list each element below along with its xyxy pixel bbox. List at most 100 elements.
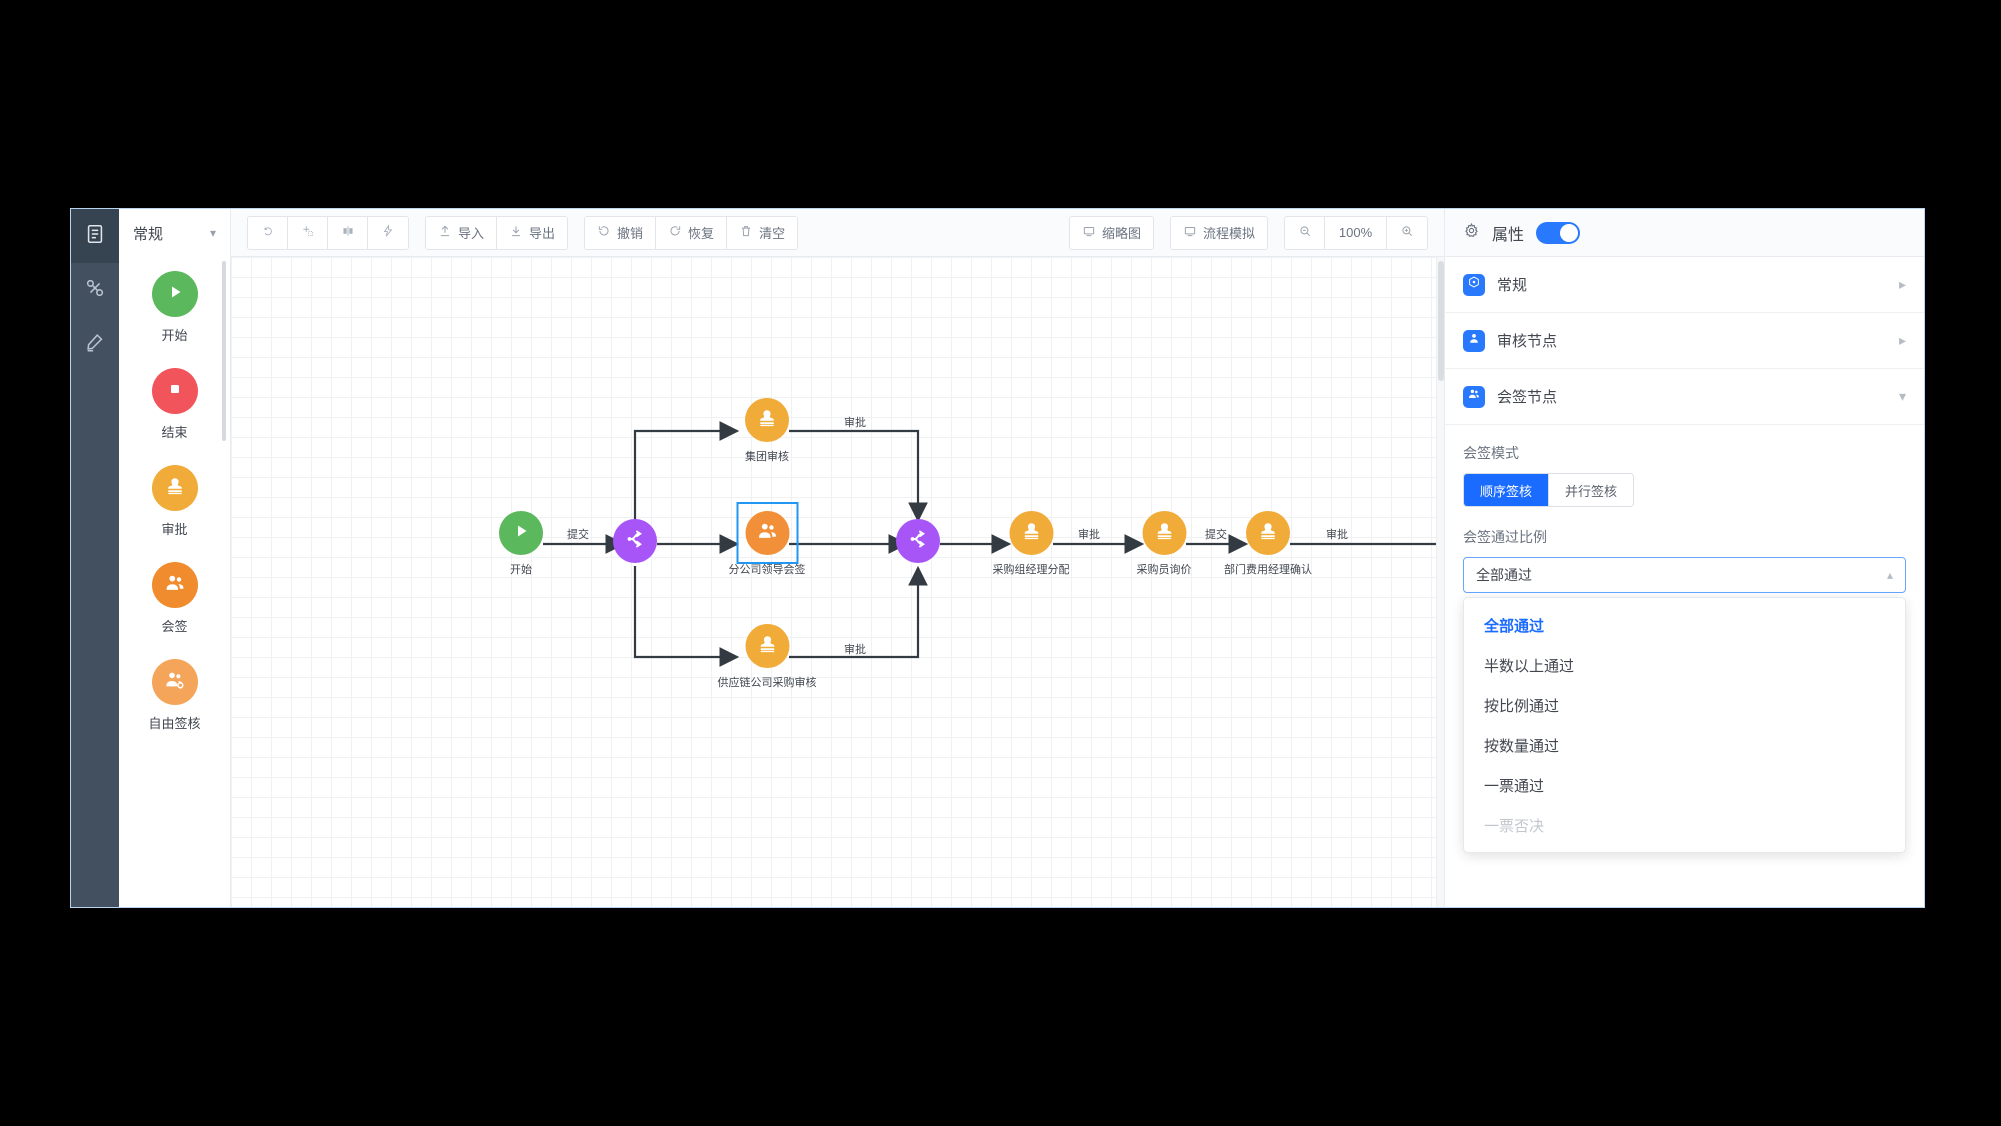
properties-panel-header: 属性 [1445,209,1924,257]
scrollbar-thumb[interactable] [1438,261,1444,381]
import-button[interactable]: 导入 [426,216,498,249]
palette-item-label: 自由签核 [148,716,201,731]
accordion-row-0[interactable]: 常规 ▸ [1445,257,1924,313]
export-button[interactable]: 导出 [497,216,568,249]
chevron-down-icon: ▾ [209,226,216,240]
mode-option-1[interactable]: 并行签核 [1549,474,1634,506]
add-node-icon [301,224,315,241]
countersign-mode-segmented: 顺序签核 并行签核 [1463,473,1635,507]
flow-node-deptmgr[interactable]: 部门费用经理确认 [1224,511,1312,577]
node-label: 采购员询价 [1136,564,1192,576]
zoom-in-button[interactable] [1387,216,1427,249]
panel-title: 属性 [1492,226,1525,244]
node-shape [1142,511,1186,555]
edge-label: 审批 [1078,529,1100,541]
accordion-label: 常规 [1497,277,1528,294]
rail-button-nodes[interactable] [71,263,119,317]
flow-node-gw1[interactable] [613,519,657,569]
clear-label: 清空 [759,226,786,241]
chevron-down-icon: ▾ [1898,388,1906,404]
node-shape [499,511,543,555]
thumbnail-label: 缩略图 [1101,226,1141,241]
toolbar-quick-action-button[interactable] [368,216,408,249]
zoom-out-button[interactable] [1285,216,1325,249]
rail-button-pen[interactable] [71,317,119,371]
ratio-select[interactable]: 全部通过 ▴ [1463,557,1906,593]
ratio-option-0[interactable]: 全部通过 [1484,617,1545,635]
flow-node-group[interactable]: 集团审核 [745,398,789,464]
mode-option-0[interactable]: 顺序签核 [1464,474,1550,506]
import-label: 导入 [458,226,485,241]
canvas-vertical-scrollbar[interactable] [1436,257,1444,907]
document-icon [84,223,106,250]
ratio-option-3[interactable]: 按数量通过 [1484,737,1560,755]
palette-scrollbar[interactable] [222,261,226,441]
toolbar-zoom-group: 100% [1284,215,1428,250]
thumbnail-icon [1082,224,1096,241]
chevron-right-icon: ▸ [1898,276,1906,292]
flow-node-pmgr[interactable]: 采购组经理分配 [993,511,1070,577]
palette-item-label: 会签 [161,619,188,634]
stamp-icon [755,632,779,661]
group-icon [1467,387,1481,406]
rail-button-document[interactable] [71,209,119,263]
redo-button[interactable]: 恢复 [656,216,728,249]
undo-button[interactable]: 撤销 [585,216,657,249]
ratio-option-2[interactable]: 按比例通过 [1484,697,1560,715]
accordion-icon [1463,273,1485,296]
flow-node-start[interactable]: 开始 [499,511,543,577]
redo-label: 恢复 [688,226,715,241]
undo-icon [597,224,611,241]
edge-label: 审批 [844,417,866,429]
canvas-toolbar: 导入 导出 [231,209,1444,257]
toolbar-align-button[interactable] [328,216,368,249]
accordion-icon [1463,329,1485,352]
toolbar-icon-group [247,215,409,250]
property-accordions: 常规 ▸ 审核节点 ▸ 会签节点 ▾ [1445,257,1924,425]
palette-item-shape [151,368,198,414]
node-shape [613,519,657,563]
flow-node-branch[interactable]: 分公司领导会签 [729,502,806,577]
flow-node-supply[interactable]: 供应链公司采购审核 [718,624,817,690]
clear-button[interactable]: 清空 [727,216,798,249]
accordion-row-1[interactable]: 审核节点 ▸ [1445,313,1924,369]
palette-group-label: 常规 [133,225,164,243]
toolbar-history-group: 撤销 恢复 [584,215,799,250]
palette-item-shape [151,562,198,608]
toolbar-simulation-group: 流程模拟 [1169,215,1268,250]
ratio-option-4[interactable]: 一票通过 [1484,777,1545,795]
accordion-row-2[interactable]: 会签节点 ▾ [1445,369,1924,425]
stamp-icon [1152,519,1176,548]
zoom-in-icon [1400,224,1414,241]
flow-node-buyer[interactable]: 采购员询价 [1137,511,1192,577]
properties-toggle[interactable] [1536,221,1581,244]
palette-item-0[interactable]: 开始 [119,271,230,344]
flow-node-gw2[interactable] [896,519,940,569]
group-icon [163,571,187,600]
toolbar-add-node-button[interactable] [288,216,328,249]
user-icon [1467,331,1481,350]
node-label: 采购组经理分配 [992,564,1070,576]
chevron-up-icon: ▴ [1886,568,1893,582]
palette-item-shape [151,659,198,705]
zoom-level-value[interactable]: 100% [1325,216,1387,249]
thumbnail-button[interactable]: 缩略图 [1069,216,1153,249]
palette-item-2[interactable]: 审批 [119,465,230,538]
countersign-settings: 会签模式 顺序签核 并行签核 会签通过比例 全部通过 ▴ [1445,425,1924,593]
toolbar-shape-button[interactable] [248,216,288,249]
palette-item-4[interactable]: 自由签核 [119,659,230,732]
palette-item-3[interactable]: 会签 [119,562,230,635]
palette-item-1[interactable]: 结束 [119,368,230,441]
stamp-icon [755,406,779,435]
flow-canvas[interactable]: 开始 集团审核 分公司领导会签 供应链公司采购审核 采购组经理分配 采购员询价 [231,257,1444,907]
node-shape [745,624,789,668]
edge-label: 审批 [844,644,866,656]
edge-label: 提交 [1205,529,1227,541]
palette-item-label: 开始 [161,328,188,343]
ratio-option-1[interactable]: 半数以上通过 [1484,657,1575,675]
simulation-button[interactable]: 流程模拟 [1170,216,1267,249]
stamp-icon [1019,519,1043,548]
group-icon [755,519,779,548]
palette-group-header[interactable]: 常规 ▾ [119,209,230,257]
chevron-right-icon: ▸ [1898,332,1906,348]
